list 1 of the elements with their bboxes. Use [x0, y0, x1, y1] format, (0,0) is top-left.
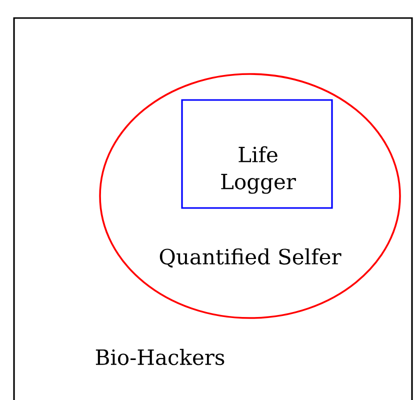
region-box: Life Logger — [181, 99, 333, 209]
